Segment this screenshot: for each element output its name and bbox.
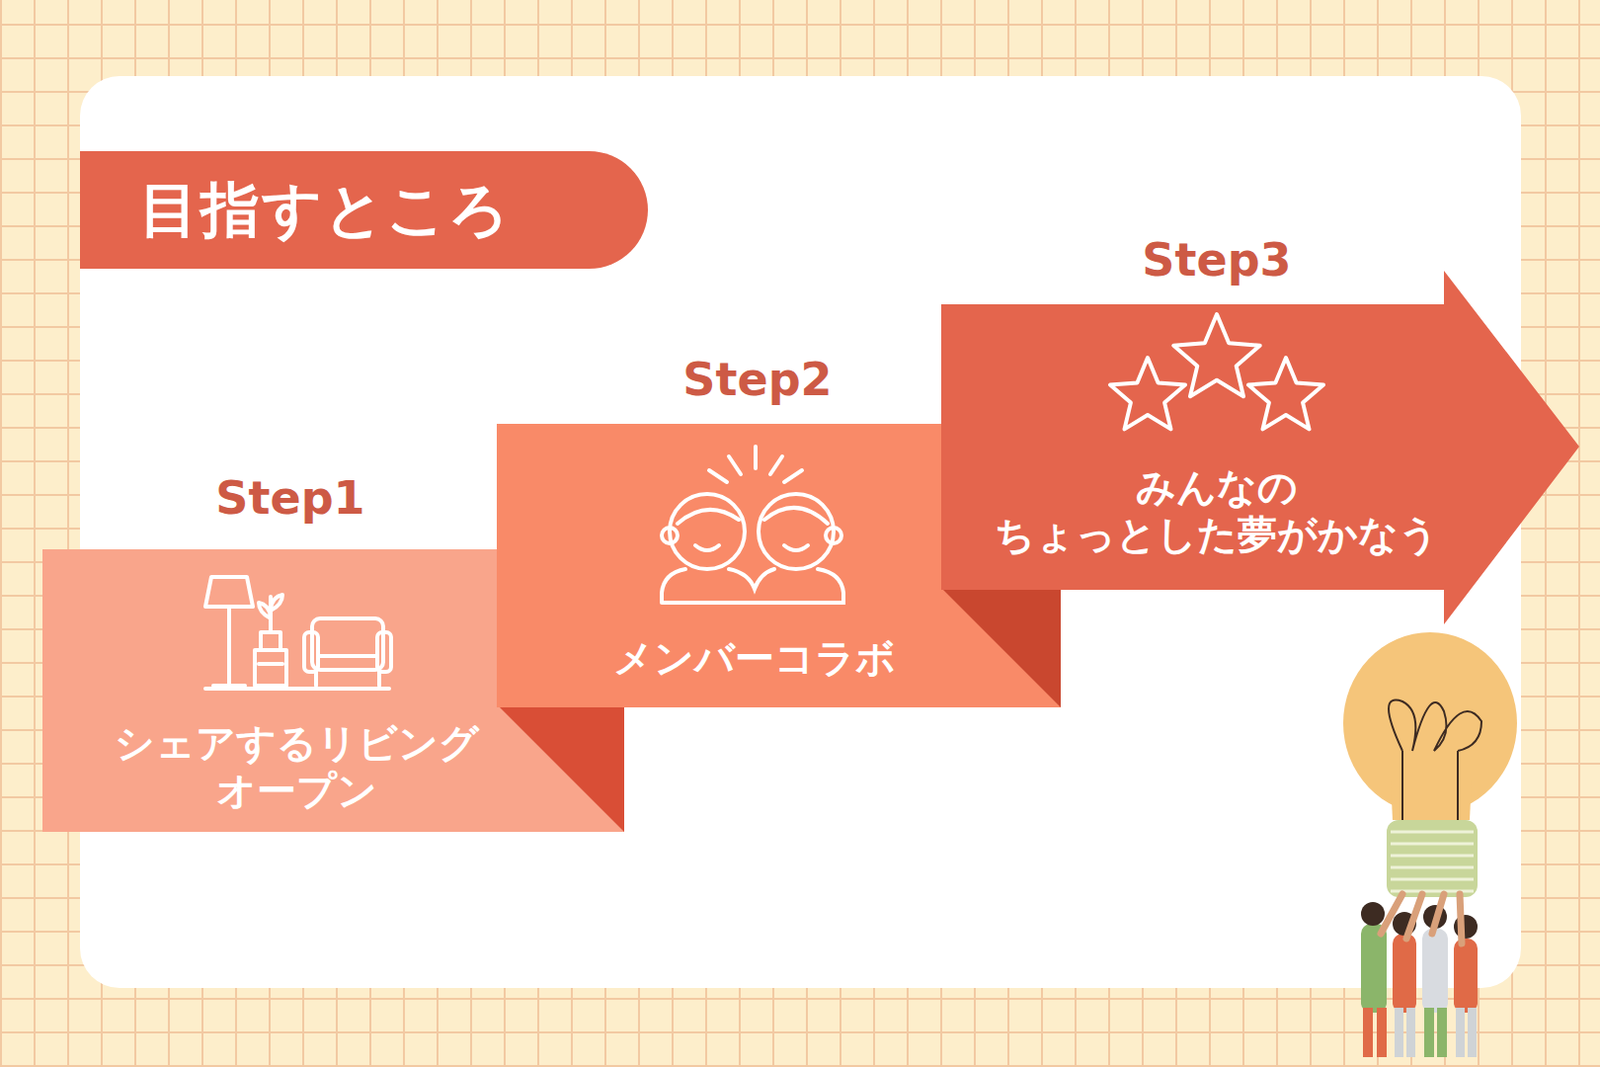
base-stripe	[1390, 830, 1474, 834]
members-icon	[661, 446, 844, 603]
step-text: シェアするリビング オープン	[79, 719, 514, 814]
step-outline	[941, 270, 1580, 625]
living-room-icon	[205, 576, 392, 689]
step-text: みんなの ちょっとした夢がかなう	[969, 463, 1464, 559]
star-outline	[1173, 314, 1260, 397]
base-stripe	[1390, 878, 1474, 881]
lightbulb-illustration	[1343, 632, 1518, 1057]
star-outline	[1110, 357, 1186, 429]
ribbon-fold	[499, 707, 625, 832]
base-stripe	[1390, 842, 1474, 846]
title-text: 目指すところ	[139, 169, 511, 250]
ribbon-fold	[943, 589, 1061, 708]
step-label: Step3	[1141, 233, 1291, 287]
step-label: Step2	[682, 352, 832, 406]
stars-icon	[1110, 314, 1324, 429]
step-text: メンバーコラボ	[517, 634, 992, 682]
step-label: Step1	[215, 471, 365, 525]
star-outline	[1248, 357, 1324, 429]
base-stripe	[1390, 889, 1474, 893]
step-box: Step3みんなの ちょっとした夢がかなう	[941, 270, 1580, 625]
base-stripe	[1390, 854, 1474, 858]
step-shape	[941, 270, 1580, 625]
title-band: 目指すところ	[80, 151, 648, 269]
base-stripe	[1390, 866, 1474, 870]
